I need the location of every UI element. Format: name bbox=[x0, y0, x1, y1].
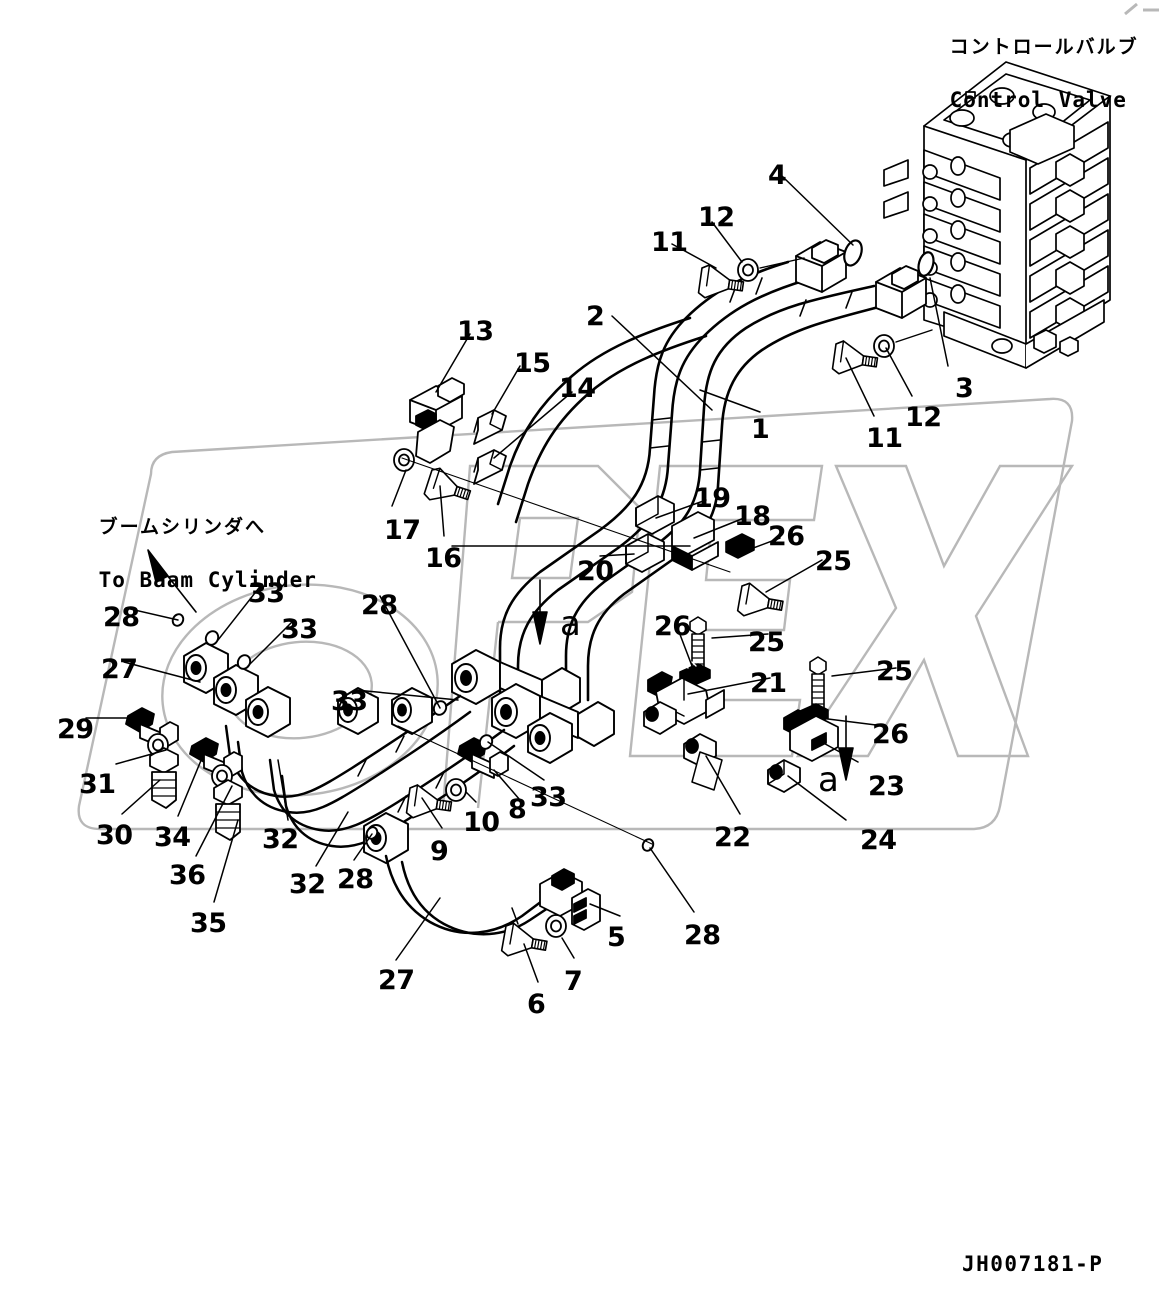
washer-17 bbox=[392, 447, 416, 473]
callout-7: 7 bbox=[564, 966, 583, 997]
callout-36: 36 bbox=[169, 860, 206, 891]
bolt-6 bbox=[499, 920, 551, 964]
bolt-25b bbox=[689, 616, 707, 669]
callout-24: 24 bbox=[860, 825, 897, 856]
callout-26c: 26 bbox=[872, 719, 909, 750]
fitting-30 bbox=[149, 747, 179, 809]
callout-25b: 25 bbox=[748, 627, 785, 658]
callout-28c: 28 bbox=[337, 864, 374, 895]
oring-4 bbox=[843, 239, 863, 267]
plate-26a bbox=[725, 533, 755, 559]
bushing-24 bbox=[767, 759, 801, 793]
callout-12b: 12 bbox=[905, 402, 942, 433]
title-boom-cylinder-jp: ブームシリンダへ bbox=[98, 515, 267, 538]
clamp-22b bbox=[683, 733, 723, 791]
callout-26b: 26 bbox=[654, 611, 691, 642]
title-control-valve-jp: コントロールバルブ bbox=[949, 35, 1139, 58]
callout-29: 29 bbox=[57, 714, 94, 745]
callout-33c: 33 bbox=[331, 686, 368, 717]
callout-3: 3 bbox=[955, 373, 974, 404]
callout-10: 10 bbox=[463, 807, 500, 838]
boom-direction-arrow bbox=[147, 549, 197, 613]
callout-18: 18 bbox=[734, 501, 771, 532]
callout-28b: 28 bbox=[361, 590, 398, 621]
oring-3 bbox=[917, 251, 935, 277]
callout-14: 14 bbox=[559, 373, 596, 404]
control-valve-block bbox=[883, 61, 1111, 369]
washer-7 bbox=[544, 913, 568, 939]
callout-33: 33 bbox=[248, 578, 285, 609]
clip-19 bbox=[635, 495, 675, 535]
bolt-25c bbox=[809, 656, 827, 709]
bracket-5 bbox=[571, 888, 601, 931]
hydraulic-piping-assembly bbox=[85, 61, 1111, 983]
callout-22: 22 bbox=[714, 822, 751, 853]
bracket-18 bbox=[671, 511, 719, 571]
callout-27: 27 bbox=[101, 654, 138, 685]
section-arrow-a2 bbox=[838, 715, 854, 781]
callout-23: 23 bbox=[868, 771, 905, 802]
callout-11b: 11 bbox=[866, 423, 903, 454]
bracket-13 bbox=[409, 377, 465, 464]
callout-15: 15 bbox=[514, 348, 551, 379]
callout-17: 17 bbox=[384, 515, 421, 546]
callout-6: 6 bbox=[527, 989, 546, 1020]
title-boom-cylinder-en: To Baam Cylinder bbox=[98, 567, 317, 592]
callout-25c: 25 bbox=[876, 656, 913, 687]
callout-28: 28 bbox=[103, 602, 140, 633]
callout-21: 21 bbox=[750, 668, 787, 699]
callout-13: 13 bbox=[457, 316, 494, 347]
callout-5: 5 bbox=[607, 922, 626, 953]
right-lower-swivel bbox=[391, 687, 433, 735]
leader-lines bbox=[85, 175, 949, 983]
left-swivel-fittings bbox=[183, 642, 291, 738]
callout-33b: 33 bbox=[281, 614, 318, 645]
section-mark-a-lower: a bbox=[818, 760, 839, 800]
callout-27b: 27 bbox=[378, 965, 415, 996]
callout-33d: 33 bbox=[530, 782, 567, 813]
callout-20: 20 bbox=[577, 556, 614, 587]
swivel-bottom-left bbox=[363, 812, 409, 864]
callout-25: 25 bbox=[815, 546, 852, 577]
callout-11: 11 bbox=[651, 227, 688, 258]
callout-32b: 32 bbox=[289, 869, 326, 900]
callout-30: 30 bbox=[96, 820, 133, 851]
callout-31: 31 bbox=[79, 769, 116, 800]
section-arrow-a1 bbox=[532, 579, 548, 645]
callout-9: 9 bbox=[430, 836, 449, 867]
washer-10 bbox=[444, 777, 468, 803]
callout-8: 8 bbox=[508, 794, 527, 825]
clip-15 bbox=[472, 408, 508, 446]
clamp-23 bbox=[783, 709, 839, 762]
callout-19: 19 bbox=[694, 483, 731, 514]
title-control-valve: コントロールバルブ Control Valve bbox=[895, 6, 1139, 140]
callout-32: 32 bbox=[262, 824, 299, 855]
callout-26: 26 bbox=[768, 521, 805, 552]
clamp-22a bbox=[643, 701, 677, 735]
callout-16: 16 bbox=[425, 543, 462, 574]
title-control-valve-en: Control Valve bbox=[949, 87, 1127, 112]
clip-20 bbox=[625, 533, 665, 573]
callout-28d: 28 bbox=[684, 920, 721, 951]
fitting-35 bbox=[213, 779, 243, 841]
right-lower-swivel-2 bbox=[337, 687, 379, 735]
title-boom-cylinder: ブームシリンダへ To Baam Cylinder bbox=[44, 486, 317, 620]
callout-34: 34 bbox=[154, 822, 191, 853]
section-mark-a-upper: a bbox=[560, 604, 581, 644]
callout-2: 2 bbox=[586, 301, 605, 332]
callout-4: 4 bbox=[768, 160, 787, 191]
callout-1: 1 bbox=[751, 414, 770, 445]
drawing-number: JH007181-P bbox=[962, 1252, 1104, 1276]
clip-14 bbox=[472, 448, 508, 486]
callout-12: 12 bbox=[698, 202, 735, 233]
bolt-25a bbox=[735, 580, 787, 624]
callout-35: 35 bbox=[190, 908, 227, 939]
swivel-joint-cluster bbox=[451, 649, 615, 764]
